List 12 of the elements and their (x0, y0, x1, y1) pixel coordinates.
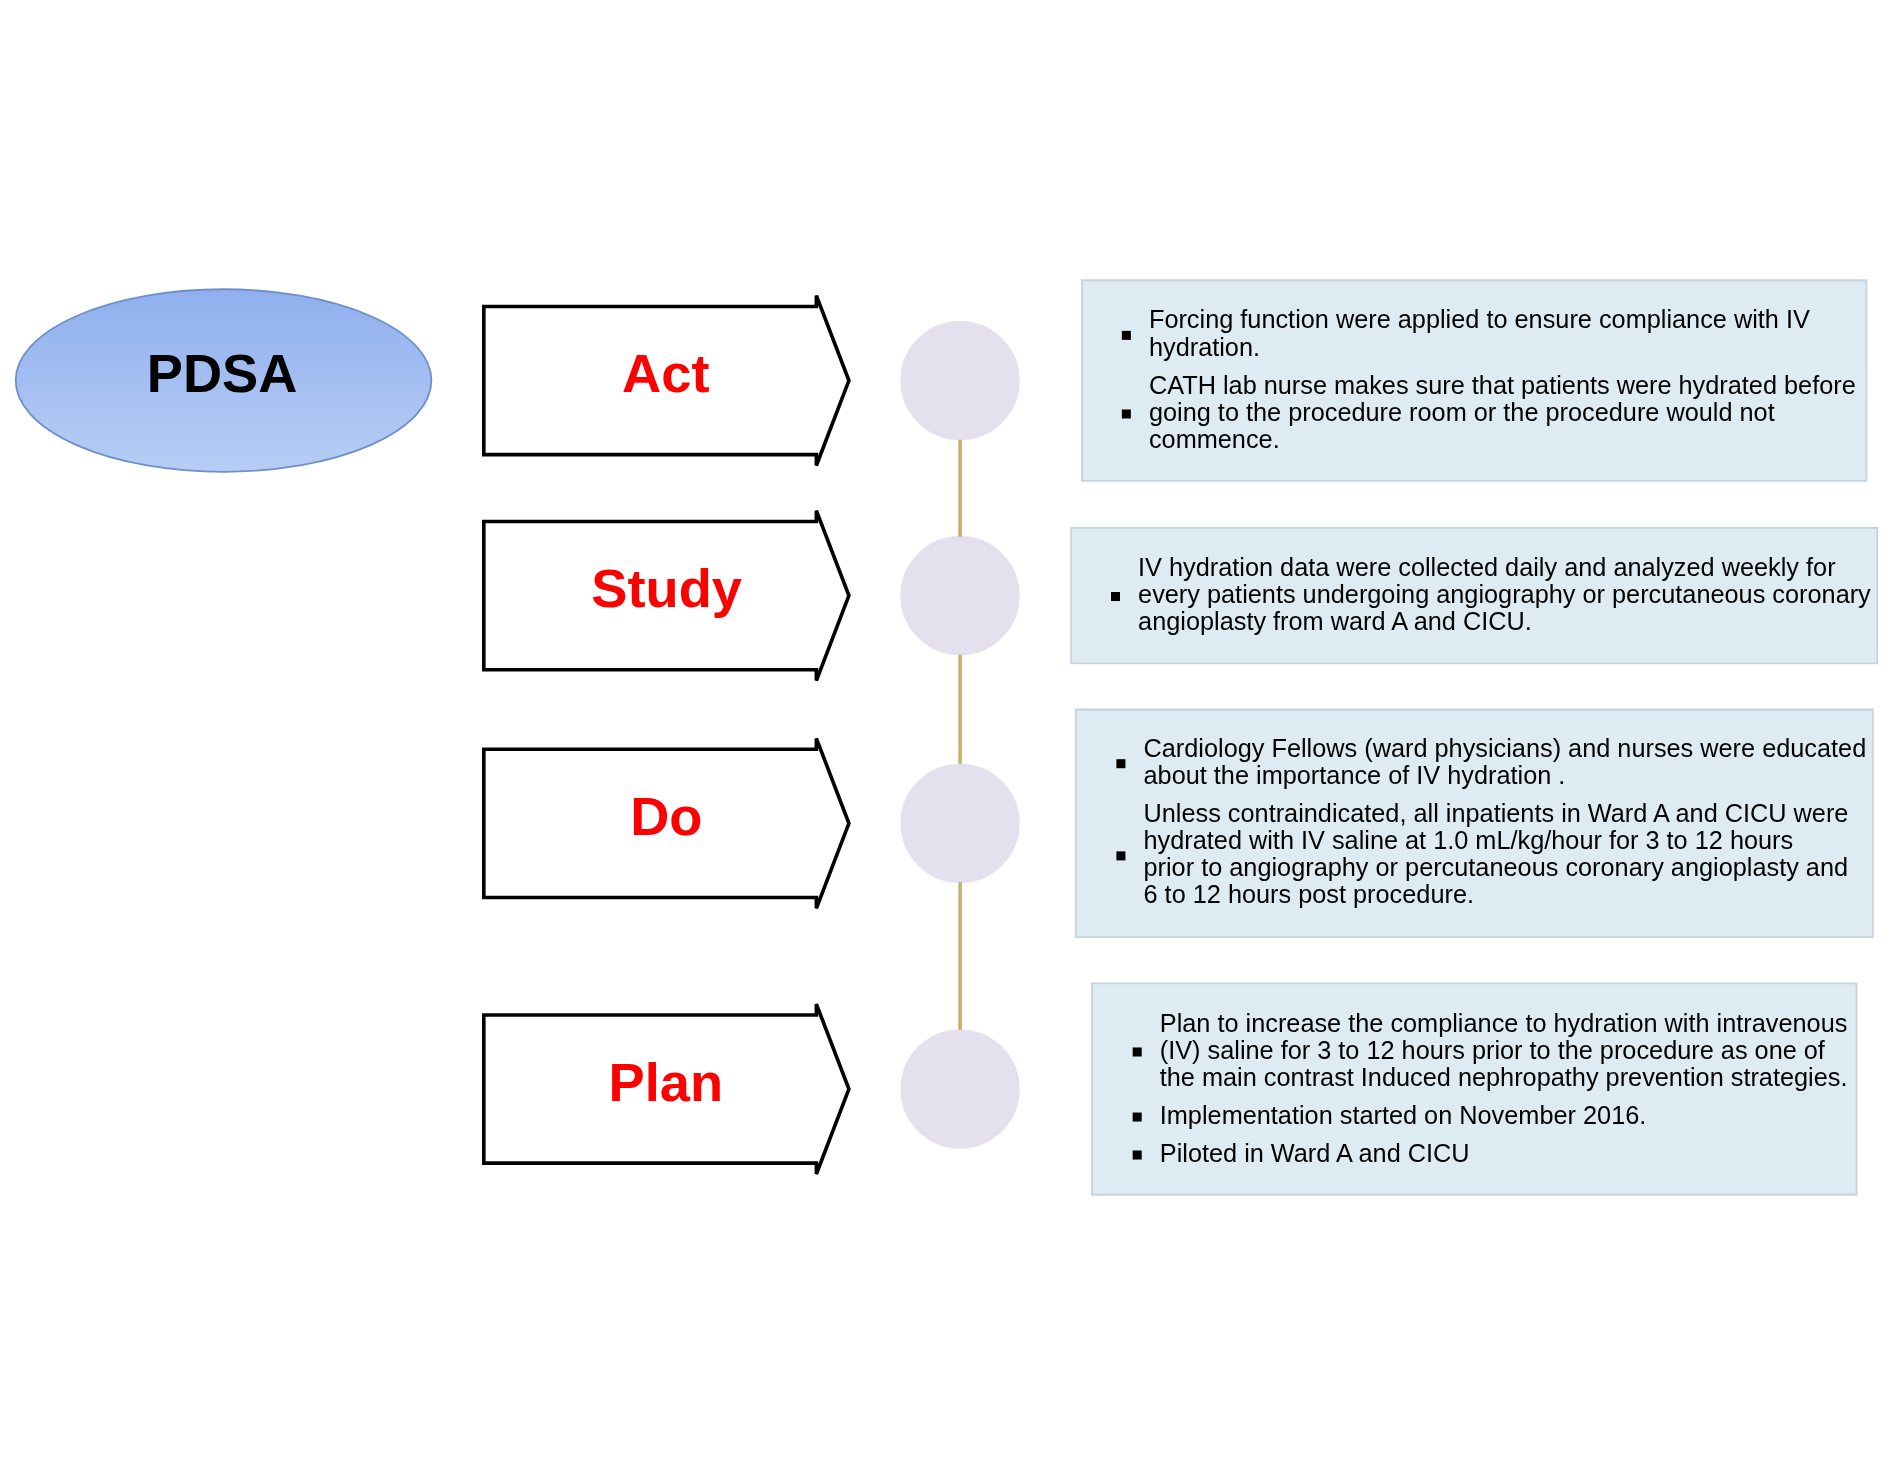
node-box: Plan to increase the compliance to hydration with intravenous (IV) saline for 3 to 12 hours prior to the procedure as one of the main contrast Induced nephropathy prevention strategies. Implementation started on November 2016. Piloted in Ward A and CICU (1091, 982, 1858, 1196)
connector (958, 654, 962, 764)
connector (958, 439, 962, 537)
node-box: IV hydration data were collected daily and analyzed weekly for every patients undergoing angiography or percutaneous coronary angioplasty from ward A and CICU. (1070, 526, 1879, 665)
connector (958, 882, 962, 1030)
node-circle (900, 535, 1020, 656)
node-circle (900, 763, 1020, 883)
node-box: Cardiology Fellows (ward physicians) and nurses were educated about the importance of IV hydration . Unless contraindicated, all inpatients in Ward A and CICU were hydrated with IV saline at 1.0 mL/kg/hour for 3 to 12 hours prior to angiography or percutaneous coronary angioplasty and 6 to 12 hours post procedure. (1074, 708, 1874, 939)
node-ellipse: PDSA (14, 288, 433, 473)
node-box: Forcing function were applied to ensure compliance with IV hydration. CATH lab nurse makes sure that patients were hydrated before going to the procedure room or the procedure would not commence. (1081, 279, 1868, 482)
node-circle (900, 320, 1020, 441)
node-circle (900, 1029, 1020, 1149)
